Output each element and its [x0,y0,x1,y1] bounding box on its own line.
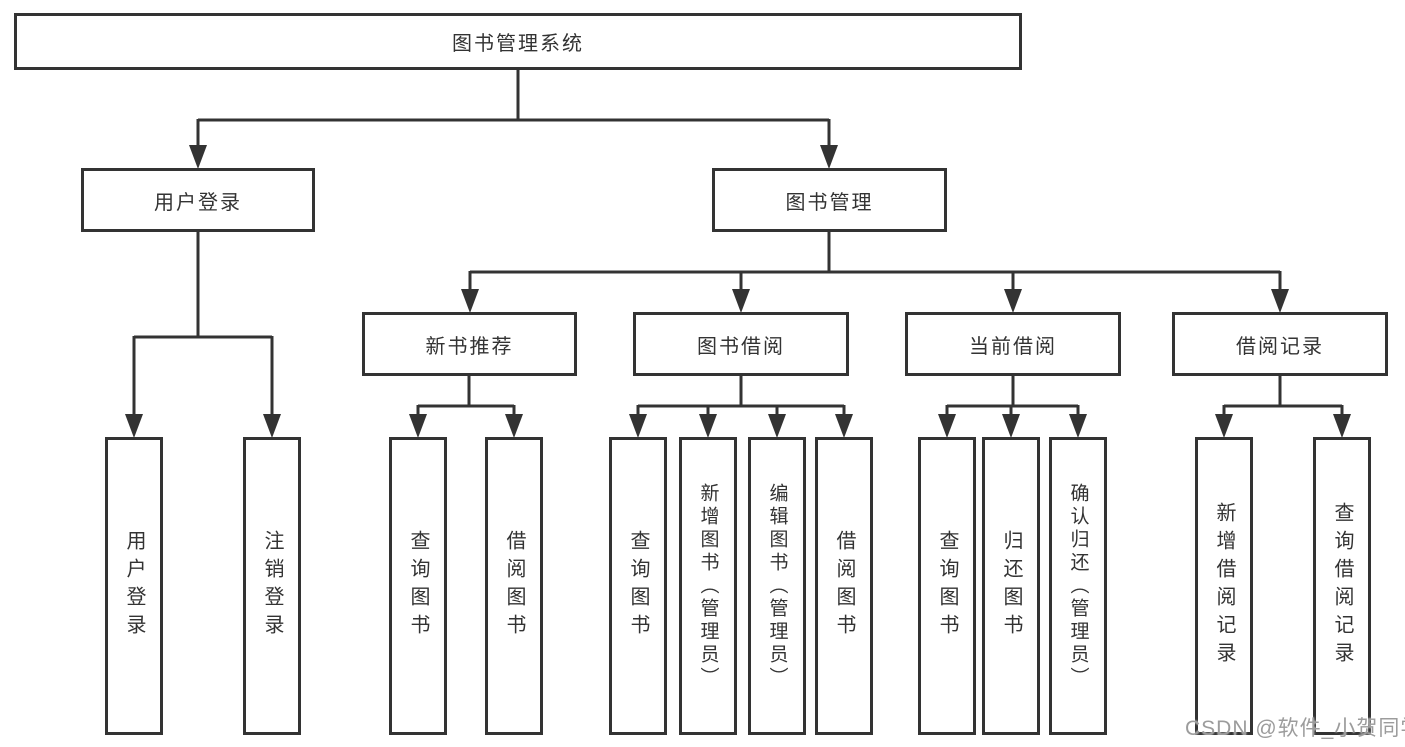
leaf-edit-books-admin: 编辑图书（管理员） [748,437,806,735]
node-book-borrow: 图书借阅 [633,312,849,376]
leaf-logout: 注销登录 [243,437,301,735]
connector-book-borrow-branch [636,376,846,418]
connector-user-login-branch [132,232,274,418]
leaf-confirm-return-admin: 确认归还（管理员） [1049,437,1107,735]
node-new-book-recommend: 新书推荐 [362,312,577,376]
leaf-query-borrow-record: 查询借阅记录 [1313,437,1371,735]
leaf-add-books-admin: 新增图书（管理员） [679,437,737,735]
leaf-query-books-current: 查询图书 [918,437,976,735]
arrowheads [125,145,1351,438]
csdn-watermark: CSDN @软件_小贺同学 [1185,717,1405,740]
leaf-add-borrow-record: 新增借阅记录 [1195,437,1253,735]
node-borrow-records: 借阅记录 [1172,312,1388,376]
node-current-borrow: 当前借阅 [905,312,1121,376]
leaf-borrow-books: 借阅图书 [815,437,873,735]
connector-root-stem [196,70,831,150]
leaf-user-login: 用户登录 [105,437,163,735]
node-book-management: 图书管理 [712,168,947,232]
connector-new-book-branch [416,376,516,418]
leaf-borrow-books-recommend: 借阅图书 [485,437,543,735]
node-root-system: 图书管理系统 [14,13,1022,70]
connector-borrow-records-branch [1222,376,1344,418]
leaf-return-books: 归还图书 [982,437,1040,735]
leaf-query-books-borrow: 查询图书 [609,437,667,735]
connector-book-management-branch [468,232,1282,294]
connector-current-borrow-branch [945,376,1080,418]
leaf-query-books-recommend: 查询图书 [389,437,447,735]
node-user-login: 用户登录 [81,168,315,232]
